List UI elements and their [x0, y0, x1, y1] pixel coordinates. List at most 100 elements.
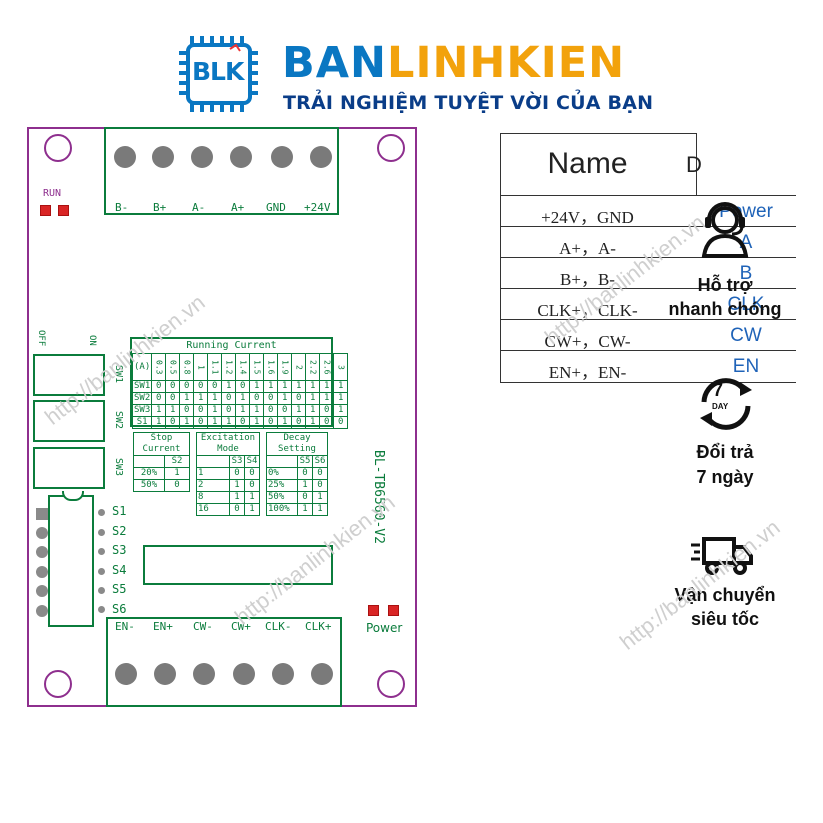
current-value-cell: 0.5	[165, 353, 181, 381]
terminal-screw	[311, 663, 333, 685]
off-label: OFF	[36, 330, 46, 347]
current-value-cell: 1.5	[249, 353, 265, 381]
current-bit-cell: 1	[193, 392, 209, 405]
feature-return-line1: Đổi trả	[696, 442, 754, 462]
current-bit-cell: 0	[249, 392, 265, 405]
feature-shipping-line2: siêu tốc	[690, 609, 760, 629]
terminal-label: A-	[192, 201, 206, 214]
excitation-blank-cell	[196, 455, 230, 468]
current-bit-cell: 1	[207, 392, 223, 405]
dip-label: S6	[112, 602, 127, 616]
terminal-screw	[272, 663, 294, 685]
current-bit-cell: 1	[333, 392, 349, 405]
current-bit-cell: 1	[277, 392, 293, 405]
pinout-desc: EN	[732, 356, 760, 377]
pinout-top-line	[500, 133, 696, 134]
ic-pin	[36, 527, 48, 539]
current-value-cell: 2.2	[305, 353, 321, 381]
run-led	[58, 205, 69, 216]
brand-slogan: TRẢI NGHIỆM TUYỆT VỜI CỦA BẠN	[283, 92, 654, 114]
stop-title-row: Stop Current	[133, 432, 190, 456]
pinout-header-desc: D	[686, 152, 702, 177]
terminal-screw	[114, 146, 136, 168]
pinout-row-line	[500, 288, 796, 289]
run-led	[40, 205, 51, 216]
decay-bit-cell: 1	[312, 491, 328, 504]
terminal-label: EN+	[153, 620, 173, 633]
current-value-cell: 1.1	[207, 353, 223, 381]
current-value-cell: 0.8	[179, 353, 195, 381]
current-value-cell: 3	[333, 353, 349, 381]
current-bit-cell: 0	[263, 392, 279, 405]
excitation-bit-cell: 0	[229, 503, 245, 516]
current-bit-cell: 1	[207, 404, 223, 417]
current-bit-cell: 1	[305, 404, 321, 417]
dip-label: S2	[112, 524, 127, 538]
dip-label: S4	[112, 563, 127, 577]
excitation-bit-cell: 0	[229, 467, 245, 480]
mount-hole	[44, 134, 72, 162]
excitation-bit-cell: 1	[244, 491, 260, 504]
return-7-day-icon	[690, 372, 762, 436]
feature-support-line1: Hỗ trợ	[697, 275, 753, 295]
running-current-title: Running Current	[186, 340, 277, 351]
pinout-name: +24V，GND	[541, 208, 634, 227]
ic-pin	[36, 508, 48, 520]
pinout-name: CW+，CW-	[544, 332, 631, 351]
dip-dot	[98, 548, 105, 555]
ic-pin	[36, 605, 48, 617]
current-bit-cell: 1	[305, 416, 321, 429]
mount-hole	[377, 670, 405, 698]
current-bit-cell: 1	[235, 404, 251, 417]
stop-blank-cell	[133, 455, 165, 468]
excitation-mode-cell: 8	[196, 491, 230, 504]
switch-label: SW3	[113, 458, 124, 477]
terminal-label: A+	[231, 201, 245, 214]
stop-col-header: S2	[164, 455, 190, 468]
decay-bit-cell: 1	[297, 503, 313, 516]
bottom-terminal-block	[106, 617, 342, 707]
current-value-cell: 0.3	[151, 353, 167, 381]
current-bit-cell: 0	[235, 380, 251, 393]
decay-pct-cell: 50%	[266, 491, 298, 504]
ic-notch	[62, 491, 84, 501]
current-bit-cell: 1	[333, 404, 349, 417]
stop-row: 50%0	[133, 479, 190, 492]
current-bit-cell: 0	[221, 404, 237, 417]
pinout-row-line	[500, 226, 796, 227]
terminal-label: CLK+	[305, 620, 332, 633]
brand-name: BANLINHKIEN	[282, 38, 625, 88]
excitation-title-row: Excitation Mode	[196, 432, 260, 456]
current-bit-cell: 0	[235, 416, 251, 429]
terminal-label: EN-	[115, 620, 135, 633]
current-bit-cell: 0	[319, 416, 335, 429]
current-bit-cell: 0	[193, 380, 209, 393]
current-bit-cell: 0	[207, 380, 223, 393]
current-bit-cell: 0	[193, 404, 209, 417]
excitation-bit-cell: 0	[244, 479, 260, 492]
brand-name-part2: LINHKIEN	[387, 38, 626, 88]
stop-pct-cell: 20%	[133, 467, 165, 480]
excitation-col-header: S3	[229, 455, 245, 468]
current-switch-label: S1	[131, 416, 153, 429]
pinout-desc: CLK	[727, 294, 765, 315]
current-bit-cell: 0	[151, 392, 167, 405]
decay-pct-cell: 25%	[266, 479, 298, 492]
run-label: RUN	[43, 188, 62, 199]
current-bit-cell: 0	[263, 416, 279, 429]
current-bit-cell: 1	[221, 416, 237, 429]
current-switch-label: SW3	[131, 404, 153, 417]
pinout-desc: CW	[730, 325, 762, 346]
current-value-cell: 1.9	[277, 353, 293, 381]
decay-blank-cell	[266, 455, 298, 468]
